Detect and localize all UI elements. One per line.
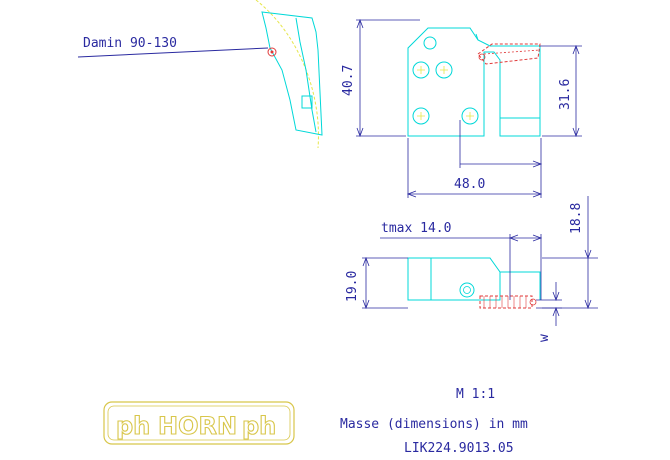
insert-inner-edge bbox=[295, 17, 317, 133]
damin-leader bbox=[77, 47, 269, 58]
insert-slot bbox=[301, 95, 313, 109]
top-view-clamp-screw bbox=[479, 295, 537, 309]
notes: M 1:1 Masse (dimensions) in mm LIK224.90… bbox=[340, 387, 528, 456]
insert-outline bbox=[261, 11, 323, 136]
screw-holes bbox=[412, 61, 479, 125]
damin-label: Damin 90-130 bbox=[83, 36, 177, 51]
screw-hole bbox=[412, 61, 430, 79]
logo-right-mark: ph bbox=[242, 412, 276, 440]
clamp-screw bbox=[477, 43, 541, 65]
dim-19-0-label: 19.0 bbox=[345, 271, 360, 302]
part-number: LIK224.9013.05 bbox=[404, 441, 514, 456]
dim-tmax: tmax 14.0 bbox=[380, 221, 543, 300]
holder-top-view: tmax 14.0 18.8 19.0 w bbox=[345, 196, 598, 342]
dim-w: w bbox=[536, 282, 562, 342]
top-view-outline bbox=[407, 257, 501, 301]
dim-tmax-label: tmax 14.0 bbox=[381, 221, 451, 236]
logo-brand: HORN bbox=[158, 412, 237, 440]
holder-side-view: 40.7 31.6 48.0 bbox=[341, 18, 582, 198]
workpiece-detail: Damin 90-130 bbox=[77, 0, 323, 149]
dim-width: 48.0 bbox=[406, 120, 543, 198]
screw-hole bbox=[435, 61, 453, 79]
insert-screw-mark bbox=[267, 47, 277, 57]
units-note: Masse (dimensions) in mm bbox=[340, 417, 528, 432]
horn-logo: ph HORN ph bbox=[103, 401, 295, 445]
dim-height-upper-label: 31.6 bbox=[558, 79, 573, 110]
screw-hole bbox=[461, 107, 479, 125]
pin-hole bbox=[423, 36, 437, 50]
dim-19-0: 19.0 bbox=[345, 256, 408, 310]
logo-left-mark: ph bbox=[116, 412, 150, 440]
top-view-screw bbox=[459, 282, 475, 298]
dim-18-8-label: 18.8 bbox=[569, 203, 584, 234]
dim-18-8: 18.8 bbox=[542, 196, 598, 310]
dim-height-upper: 31.6 bbox=[540, 44, 582, 138]
dim-height-total-label: 40.7 bbox=[341, 65, 356, 96]
scale-note: M 1:1 bbox=[456, 387, 495, 402]
dim-w-label: w bbox=[537, 334, 552, 342]
workpiece-arc bbox=[255, 0, 319, 149]
dim-height-total: 40.7 bbox=[341, 18, 420, 138]
screw-hole bbox=[412, 107, 430, 125]
dim-width-label: 48.0 bbox=[454, 177, 485, 192]
